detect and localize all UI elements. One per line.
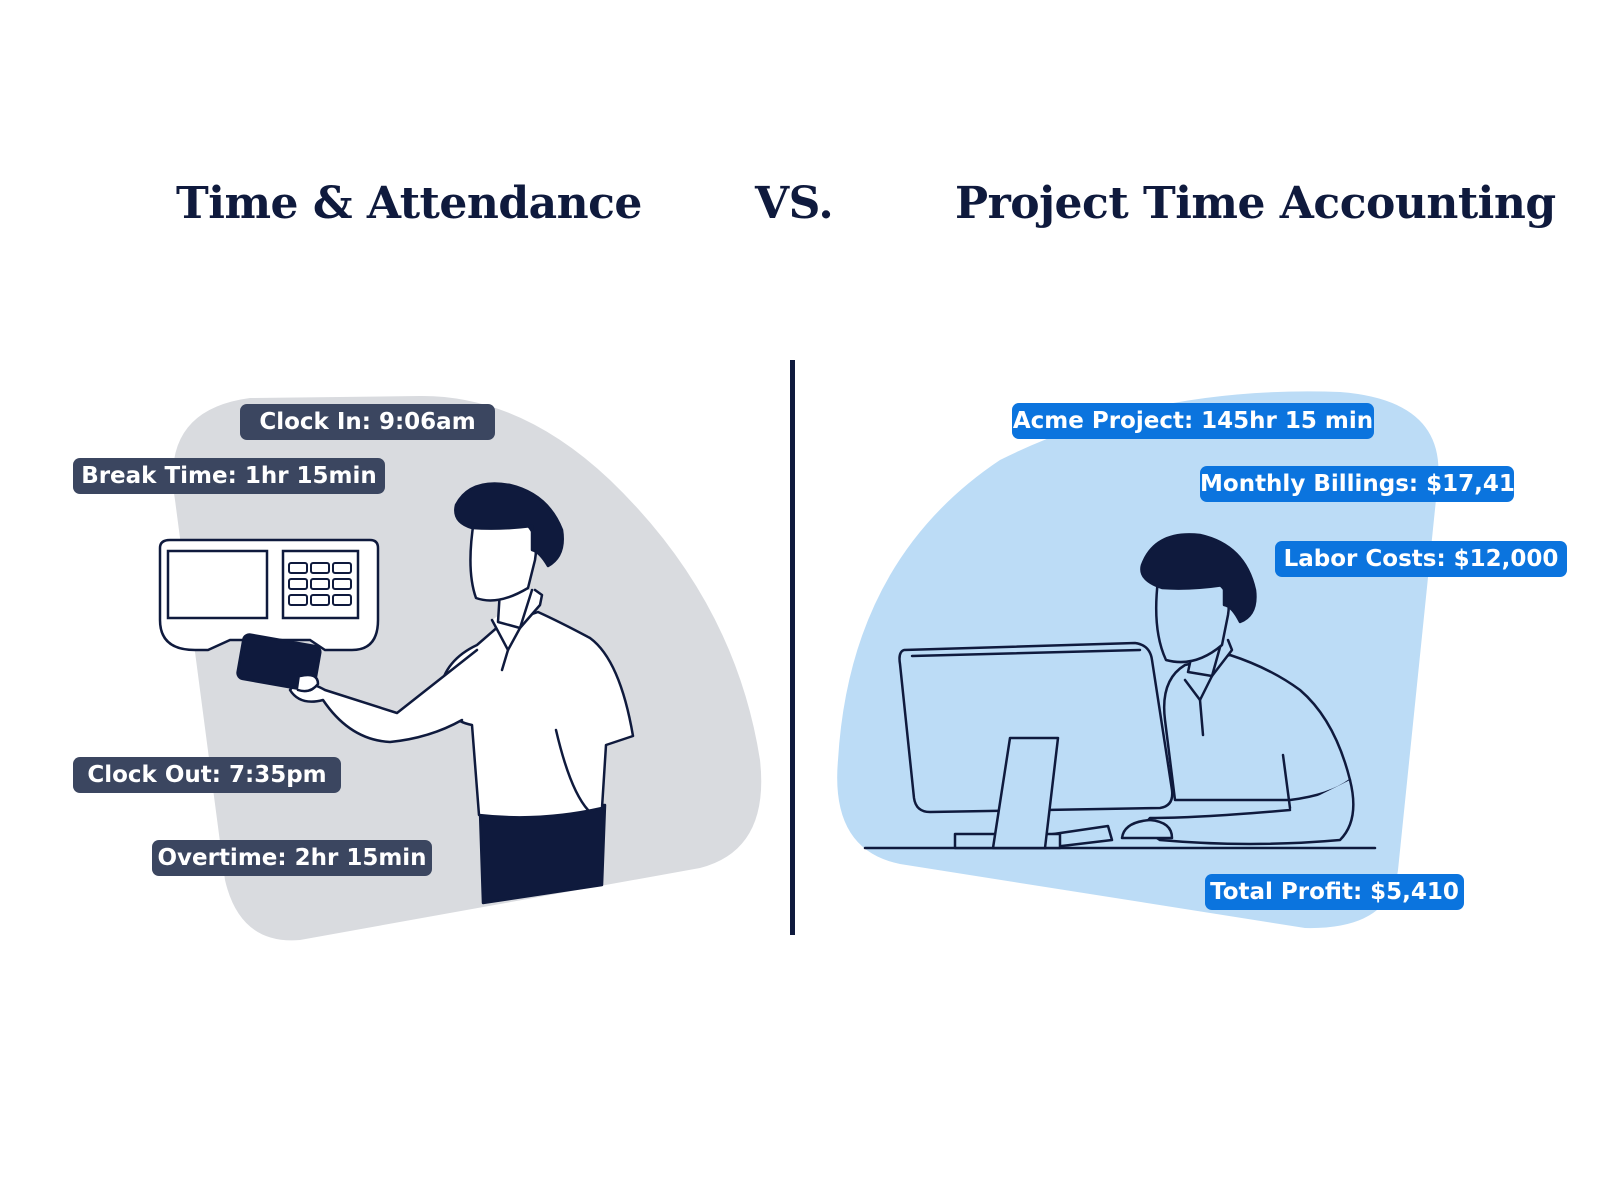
time-attendance-title: Time & Attendance [176,178,642,229]
break-time-tag: Break Time: 1hr 15min [73,458,385,494]
time-attendance-illustration [158,395,762,941]
overtime-tag: Overtime: 2hr 15min [152,840,432,876]
total-profit-tag: Total Profit: $5,410 [1205,874,1464,910]
time-clock-icon [158,538,380,652]
labor-costs-tag: Labor Costs: $12,000 [1275,541,1567,577]
vs-divider [790,360,795,935]
person-clocking-in-icon [236,482,635,905]
clock-out-tag: Clock Out: 7:35pm [73,757,341,793]
project-time-accounting-title: Project Time Accounting [955,178,1556,229]
clock-in-tag: Clock In: 9:06am [240,404,495,440]
person-at-computer-icon [863,533,1377,850]
acme-project-tag: Acme Project: 145hr 15 min [1012,403,1374,439]
project-time-illustration [837,391,1439,929]
monthly-billings-tag: Monthly Billings: $17,410 [1200,466,1531,502]
vs-label: VS. [755,178,834,229]
